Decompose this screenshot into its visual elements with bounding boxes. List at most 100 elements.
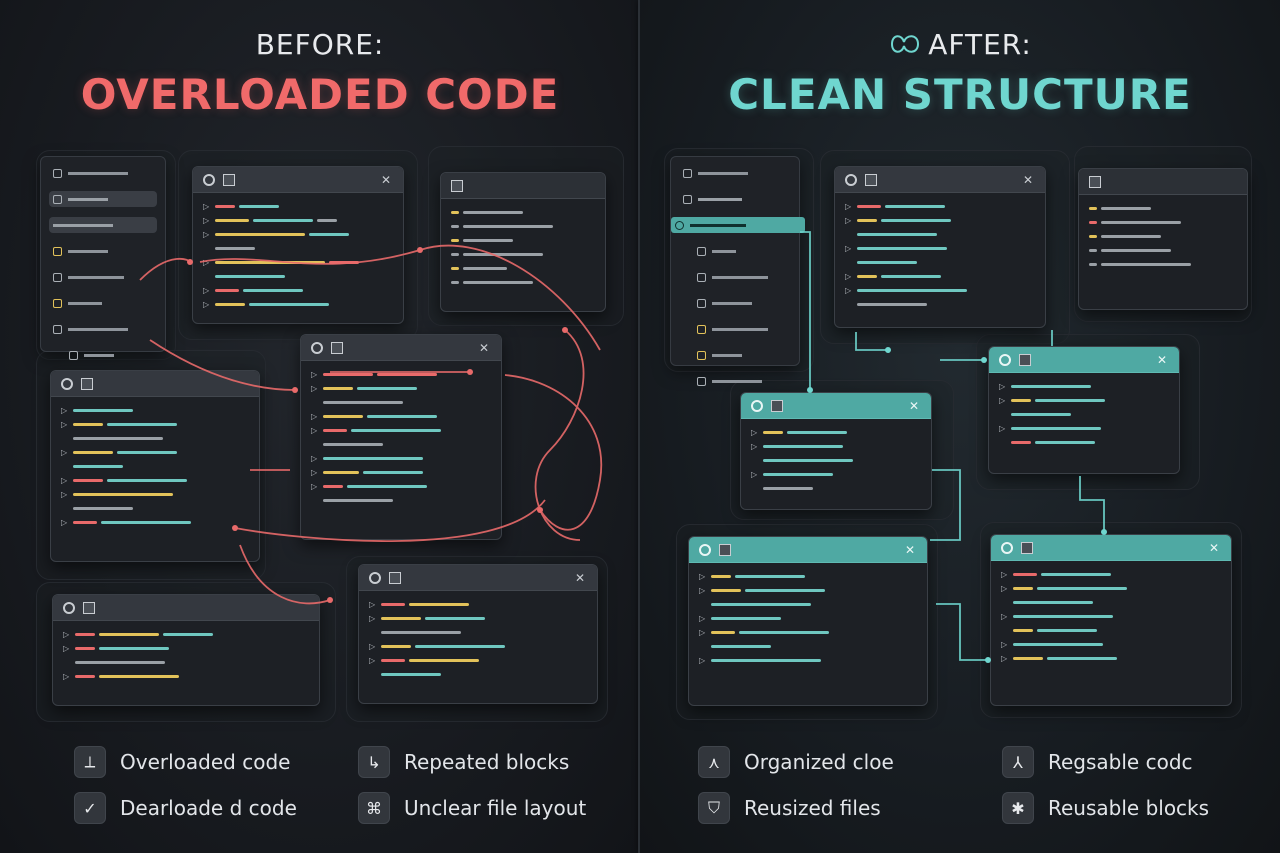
- file-icon: [865, 173, 877, 186]
- file-icon: [53, 298, 62, 308]
- sidebar-item[interactable]: [679, 373, 791, 389]
- window-titlebar[interactable]: ✕: [741, 393, 931, 419]
- file-icon: [81, 377, 93, 390]
- sidebar-item[interactable]: [679, 165, 791, 181]
- window-titlebar[interactable]: ✕: [301, 335, 501, 361]
- sidebar-item[interactable]: [679, 295, 791, 311]
- code-window[interactable]: ✕ ▷ ▷ ▷ ▷ ▷: [688, 536, 928, 706]
- code-window[interactable]: ▷ ▷ ▷: [52, 594, 320, 706]
- window-titlebar[interactable]: [51, 371, 259, 397]
- close-icon[interactable]: ✕: [574, 570, 586, 585]
- file-icon: [389, 571, 401, 584]
- sidebar-item[interactable]: [49, 191, 157, 207]
- refresh-icon: [63, 601, 75, 614]
- gear-icon: [999, 353, 1011, 366]
- code-window[interactable]: ✕ ▷ ▷ ▷ ▷: [358, 564, 598, 704]
- code-area: ▷ ▷ ▷ ▷ ▷ ▷ ▷: [301, 361, 501, 517]
- sidebar-item[interactable]: [679, 269, 791, 285]
- before-headline: OVERLOADED CODE: [80, 70, 560, 119]
- sidebar-item[interactable]: [679, 191, 791, 207]
- shield-icon: ⛉: [698, 792, 730, 824]
- file-icon: [331, 341, 343, 354]
- sidebar-item[interactable]: [49, 321, 157, 337]
- refresh-icon: [845, 173, 857, 186]
- file-icon: [53, 324, 62, 334]
- code-window[interactable]: ✕ ▷ ▷ ▷ ▷ ▷ ▷: [192, 166, 404, 324]
- file-icon: [83, 601, 95, 614]
- window-titlebar[interactable]: [441, 173, 605, 199]
- corner-arrow-icon: ↳: [358, 746, 390, 778]
- window-titlebar[interactable]: ✕: [991, 535, 1231, 561]
- feature-item: ⛉Reusized files: [698, 792, 881, 824]
- sidebar-item[interactable]: [49, 217, 157, 233]
- code-window[interactable]: ▷ ▷ ▷ ▷ ▷ ▷: [50, 370, 260, 562]
- connector-line: [504, 374, 603, 531]
- check-icon: ✓: [74, 792, 106, 824]
- code-window[interactable]: [1078, 168, 1248, 310]
- code-area: ▷ ▷ ▷ ▷ ▷: [991, 561, 1231, 675]
- feature-item: ⌘Unclear file layout: [358, 792, 586, 824]
- close-icon[interactable]: ✕: [1208, 540, 1220, 555]
- code-window[interactable]: ✕ ▷ ▷ ▷ ▷ ▷: [834, 166, 1046, 328]
- file-icon: [451, 179, 463, 192]
- close-icon[interactable]: ✕: [380, 172, 392, 187]
- before-panel: BEFORE: OVERLOADED CODE ✕ ▷ ▷ ▷ ▷: [0, 0, 640, 853]
- refresh-icon: [675, 220, 684, 230]
- gear-icon: [699, 543, 711, 556]
- file-icon: [697, 246, 706, 256]
- code-area: ▷ ▷ ▷ ▷ ▷ ▷: [51, 397, 259, 539]
- feature-item: ⟂Overloaded code: [74, 746, 290, 778]
- feature-item: ✓Dearloade d code: [74, 792, 297, 824]
- before-kicker: BEFORE:: [255, 28, 385, 61]
- sidebar-item[interactable]: [49, 295, 157, 311]
- sidebar-item[interactable]: [49, 165, 157, 181]
- code-window[interactable]: ✕ ▷ ▷ ▷: [988, 346, 1180, 474]
- connector-line: [534, 329, 585, 541]
- sidebar-item[interactable]: [679, 321, 791, 337]
- code-area: [1079, 195, 1247, 281]
- file-icon: [697, 272, 706, 282]
- file-icon: [697, 350, 706, 360]
- window-titlebar[interactable]: ✕: [989, 347, 1179, 373]
- close-icon[interactable]: ✕: [908, 398, 920, 413]
- sidebar-item[interactable]: [679, 243, 791, 259]
- window-titlebar[interactable]: ✕: [835, 167, 1045, 193]
- code-window[interactable]: ✕ ▷ ▷ ▷ ▷ ▷ ▷ ▷: [300, 334, 502, 540]
- refresh-icon: [311, 341, 323, 354]
- code-area: ▷ ▷ ▷: [53, 621, 319, 693]
- sidebar-item[interactable]: [49, 243, 157, 259]
- window-titlebar[interactable]: ✕: [359, 565, 597, 591]
- code-window[interactable]: [440, 172, 606, 312]
- gear-icon: [751, 399, 763, 412]
- code-window[interactable]: ✕ ▷ ▷ ▷: [740, 392, 932, 510]
- after-feature-list: ⋏Organized cloe ⅄Regsable codc ⛉Reusized…: [640, 740, 1280, 840]
- code-window[interactable]: ✕ ▷ ▷ ▷ ▷ ▷: [990, 534, 1232, 706]
- code-area: ▷ ▷ ▷ ▷ ▷ ▷: [193, 193, 403, 321]
- file-icon: [697, 324, 706, 334]
- file-icon: [1019, 353, 1031, 366]
- gear-bug-icon: ✱: [1002, 792, 1034, 824]
- window-titlebar[interactable]: ✕: [689, 537, 927, 563]
- close-icon[interactable]: ✕: [478, 340, 490, 355]
- sidebar-item[interactable]: [679, 347, 791, 363]
- close-icon[interactable]: ✕: [1022, 172, 1034, 187]
- connector-dot: [562, 327, 568, 333]
- code-area: ▷ ▷ ▷ ▷: [359, 591, 597, 691]
- sidebar-item[interactable]: [49, 269, 157, 285]
- sidebar-item-active[interactable]: [671, 217, 805, 233]
- refresh-icon: [369, 571, 381, 584]
- connector-dot: [292, 387, 298, 393]
- window-titlebar[interactable]: ✕: [193, 167, 403, 193]
- close-icon[interactable]: ✕: [904, 542, 916, 557]
- file-icon: [719, 543, 731, 556]
- connector-dot: [537, 507, 543, 513]
- sparkle-logo-icon: [891, 35, 920, 53]
- file-icon: [771, 399, 783, 412]
- close-icon[interactable]: ✕: [1156, 352, 1168, 367]
- feature-item: ⋏Organized cloe: [698, 746, 894, 778]
- code-area: ▷ ▷ ▷ ▷ ▷: [835, 193, 1045, 321]
- sidebar-item[interactable]: [49, 347, 157, 363]
- window-titlebar[interactable]: [1079, 169, 1247, 195]
- window-titlebar[interactable]: [53, 595, 319, 621]
